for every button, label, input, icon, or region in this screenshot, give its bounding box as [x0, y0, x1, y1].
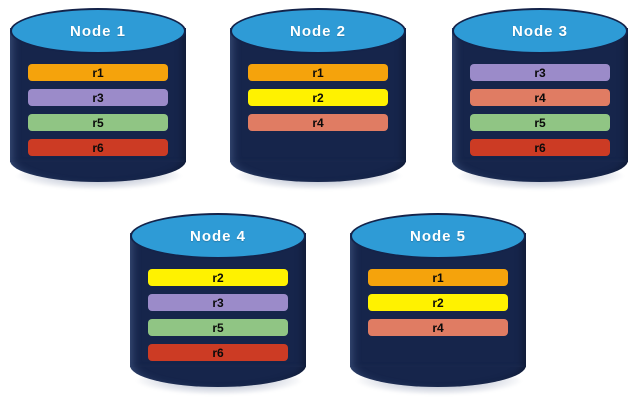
replica-bar[interactable]: r4 — [368, 319, 508, 336]
replica-bar[interactable]: r5 — [470, 114, 610, 131]
replica-bar[interactable]: r3 — [28, 89, 168, 106]
replica-label: r3 — [92, 90, 104, 105]
replica-list: r3 r4 r5 r6 — [452, 54, 628, 156]
replica-label: r3 — [212, 295, 224, 310]
replica-label: r3 — [534, 65, 546, 80]
replica-label: r6 — [212, 345, 224, 360]
cylinder-top-disc: Node 5 — [350, 213, 526, 259]
replica-list: r1 r2 r4 — [350, 259, 526, 336]
replica-list: r1 r2 r4 — [230, 54, 406, 131]
replica-bar[interactable]: r2 — [368, 294, 508, 311]
node-1[interactable]: Node 1 r1 r3 r5 r6 — [10, 8, 186, 190]
replica-bar[interactable]: r5 — [28, 114, 168, 131]
replica-label: r1 — [312, 65, 324, 80]
cylinder-top-disc: Node 4 — [130, 213, 306, 259]
replica-bar[interactable]: r3 — [470, 64, 610, 81]
replica-label: r2 — [432, 295, 444, 310]
replica-list: r1 r3 r5 r6 — [10, 54, 186, 156]
replica-label: r1 — [432, 270, 444, 285]
replica-bar[interactable]: r4 — [470, 89, 610, 106]
replica-label: r5 — [92, 115, 104, 130]
replica-bar[interactable]: r2 — [248, 89, 388, 106]
replica-bar[interactable]: r1 — [28, 64, 168, 81]
cylinder-top-disc: Node 3 — [452, 8, 628, 54]
node-2[interactable]: Node 2 r1 r2 r4 — [230, 8, 406, 190]
node-label: Node 5 — [409, 227, 466, 245]
replica-label: r5 — [534, 115, 546, 130]
replica-label: r6 — [534, 140, 546, 155]
replica-label: r4 — [534, 90, 546, 105]
node-3[interactable]: Node 3 r3 r4 r5 r6 — [452, 8, 628, 190]
replica-bar[interactable]: r2 — [148, 269, 288, 286]
node-label: Node 1 — [69, 22, 126, 40]
replica-bar[interactable]: r3 — [148, 294, 288, 311]
replica-label: r5 — [212, 320, 224, 335]
replica-bar[interactable]: r6 — [470, 139, 610, 156]
replica-label: r2 — [312, 90, 324, 105]
replica-label: r2 — [212, 270, 224, 285]
replica-label: r6 — [92, 140, 104, 155]
node-4[interactable]: Node 4 r2 r3 r5 r6 — [130, 213, 306, 395]
replica-bar[interactable]: r1 — [368, 269, 508, 286]
node-label: Node 3 — [511, 22, 568, 40]
replica-bar[interactable]: r6 — [148, 344, 288, 361]
replica-bar[interactable]: r6 — [28, 139, 168, 156]
node-5[interactable]: Node 5 r1 r2 r4 — [350, 213, 526, 395]
replica-list: r2 r3 r5 r6 — [130, 259, 306, 361]
replica-bar[interactable]: r1 — [248, 64, 388, 81]
node-label: Node 2 — [289, 22, 346, 40]
cylinder-top-disc: Node 1 — [10, 8, 186, 54]
cylinder-top-disc: Node 2 — [230, 8, 406, 54]
replica-label: r4 — [432, 320, 444, 335]
replica-bar[interactable]: r5 — [148, 319, 288, 336]
replica-label: r4 — [312, 115, 324, 130]
node-label: Node 4 — [189, 227, 246, 245]
replica-label: r1 — [92, 65, 104, 80]
replica-bar[interactable]: r4 — [248, 114, 388, 131]
